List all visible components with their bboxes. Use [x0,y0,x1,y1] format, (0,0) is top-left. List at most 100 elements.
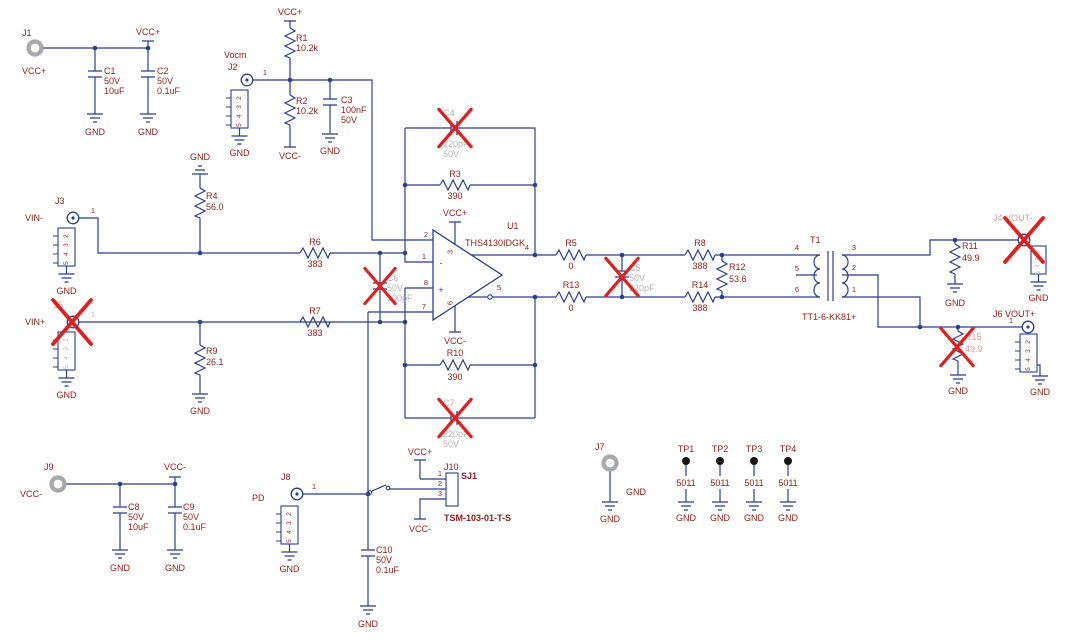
junction-dot [327,77,333,83]
pin-number: 4 [63,356,70,360]
label-C10-ref: C10 [376,545,393,555]
pin-number: 2 [1036,250,1042,254]
pin-number: 5 [63,365,70,369]
jack-connector-J2 [240,73,254,87]
label-C7-ref: C7 [443,398,455,408]
output-node-circle [487,294,493,300]
label-R1-value: 10.2k [296,43,319,53]
label-TP3-value: 5011 [744,478,763,488]
net-label-vin-pos: VIN+ [25,317,45,327]
label-C3-voltage: 50V [341,115,357,125]
label-C2-voltage: 50V [157,76,173,86]
net-label-gnd: GND [358,619,379,629]
junction-dot [197,319,203,325]
pin-number: 4 [1025,358,1032,362]
net-label-gnd: GND [600,514,621,524]
net-label-vcc-pos: VCC+ [278,7,302,17]
vcc-pos-symbol [283,20,297,29]
label-TP1-value: 5011 [676,478,695,488]
transformer-T1-secondary [841,254,849,298]
wires [66,483,176,544]
label-J10-part: TSM-103-01-T-S [444,513,511,523]
label-R14-value: 388 [692,303,707,313]
label-R2-value: 10.2k [296,106,319,116]
net-label-vcc-neg: VCC- [444,336,466,346]
section-vcc-pos-input: J1 VCC+ VCC+ C1 50V 10uF C2 50V 0.1uF GN… [22,27,181,137]
pin-number: 1 [438,469,442,478]
label-R5-ref: R5 [565,238,577,248]
capacitor-C3-symbol [322,98,338,106]
label-C8-value: 10uF [128,522,149,532]
pin-number: 5 [795,264,799,273]
opamp-U1-symbol [432,228,504,322]
junction-dot [619,252,625,258]
section-vin-pos: J5 VIN+ 1 2 3 4 5 GND R7 383 R9 26.1 GND… [25,250,538,449]
pin-number: 2 [63,234,70,238]
label-C3-value: 100nF [341,105,367,115]
net-label-gnd: GND [57,286,78,296]
jack-connector-J6 [1021,320,1035,334]
label-R6-value: 383 [307,259,322,269]
vcc-neg-symbol [283,139,297,148]
label-R9-value: 26.1 [206,357,224,367]
section-power-down: J8 PD 1 2 3 4 5 GND C10 50V 0.1uF GND VC… [252,447,511,629]
wires [65,127,536,268]
gnd-symbol [779,495,797,511]
section-transformer-output: T1 TT1-6-KK81+ 4 5 6 3 2 1 R11 49.9 GND … [795,213,1051,397]
resistor-R14-symbol [684,291,716,303]
label-C5-value: 220pF [629,283,655,293]
label-C4-value: 220pF [443,139,469,149]
net-label-gnd: GND [57,390,78,400]
junction-dot [172,481,178,487]
net-label-gnd: GND [945,298,966,308]
gnd-symbol [711,495,729,511]
label-C9-value: 0.1uF [183,522,207,532]
pin-number: 1 [91,310,95,319]
resistor-R6-symbol [299,247,331,259]
gnd-symbol [321,127,339,143]
pin-number: 5 [236,123,243,127]
label-R5-value: 0 [568,261,573,271]
pin-number: 3 [63,243,70,247]
vcc-pos-symbol [413,459,427,468]
junction-dot [145,45,151,51]
section-output-chain: R5 0 R13 0 C5 50V 220pF R8 388 R14 388 R… [555,238,820,313]
resistor-R3-symbol [439,179,471,191]
label-R3-ref: R3 [449,169,461,179]
resistor-R13-symbol [555,291,587,303]
pin-number: 1 [1009,316,1013,325]
pin-number: 4 [236,114,243,118]
wires [65,253,536,419]
label-R6-ref: R6 [309,237,321,247]
resistor-R2-symbol [284,94,296,126]
net-label-pd: PD [252,493,265,503]
junction-dot [917,324,923,330]
label-C7-value: 220pF [443,429,469,439]
label-R8-value: 388 [692,261,707,271]
pin-number: 1 [422,252,426,261]
net-label-vcc-pos: VCC+ [136,27,160,37]
testpoint-TP4-symbol [784,457,792,465]
label-J4-vout-neg: J4 VOUT- [993,213,1033,223]
net-label-gnd: GND [138,127,159,137]
net-label-gnd: GND [85,127,106,137]
coax-connector-J1 [29,42,42,55]
label-C1-value: 10uF [104,86,125,96]
label-C6-voltage: 50V [387,283,403,293]
net-label-vcc-pos: VCC+ [443,208,467,218]
net-label-vin-neg: VIN- [25,213,43,223]
pin-number: 5 [497,283,501,292]
net-label-gnd: GND [778,513,799,523]
junction-dot [92,45,98,51]
capacitor-C2-symbol [140,70,156,78]
opamp-plus-sign: + [438,285,443,295]
label-R13-value: 0 [568,303,573,313]
pin-number: 7 [422,302,426,311]
gnd-symbol [57,267,76,283]
label-TP2: TP2 [712,444,729,454]
label-R10-value: 390 [447,372,462,382]
pin-number: 3 [1025,349,1032,353]
resistor-R1-symbol [284,27,296,59]
jack-connector-J8 [290,487,304,501]
label-T1: T1 [810,235,821,245]
